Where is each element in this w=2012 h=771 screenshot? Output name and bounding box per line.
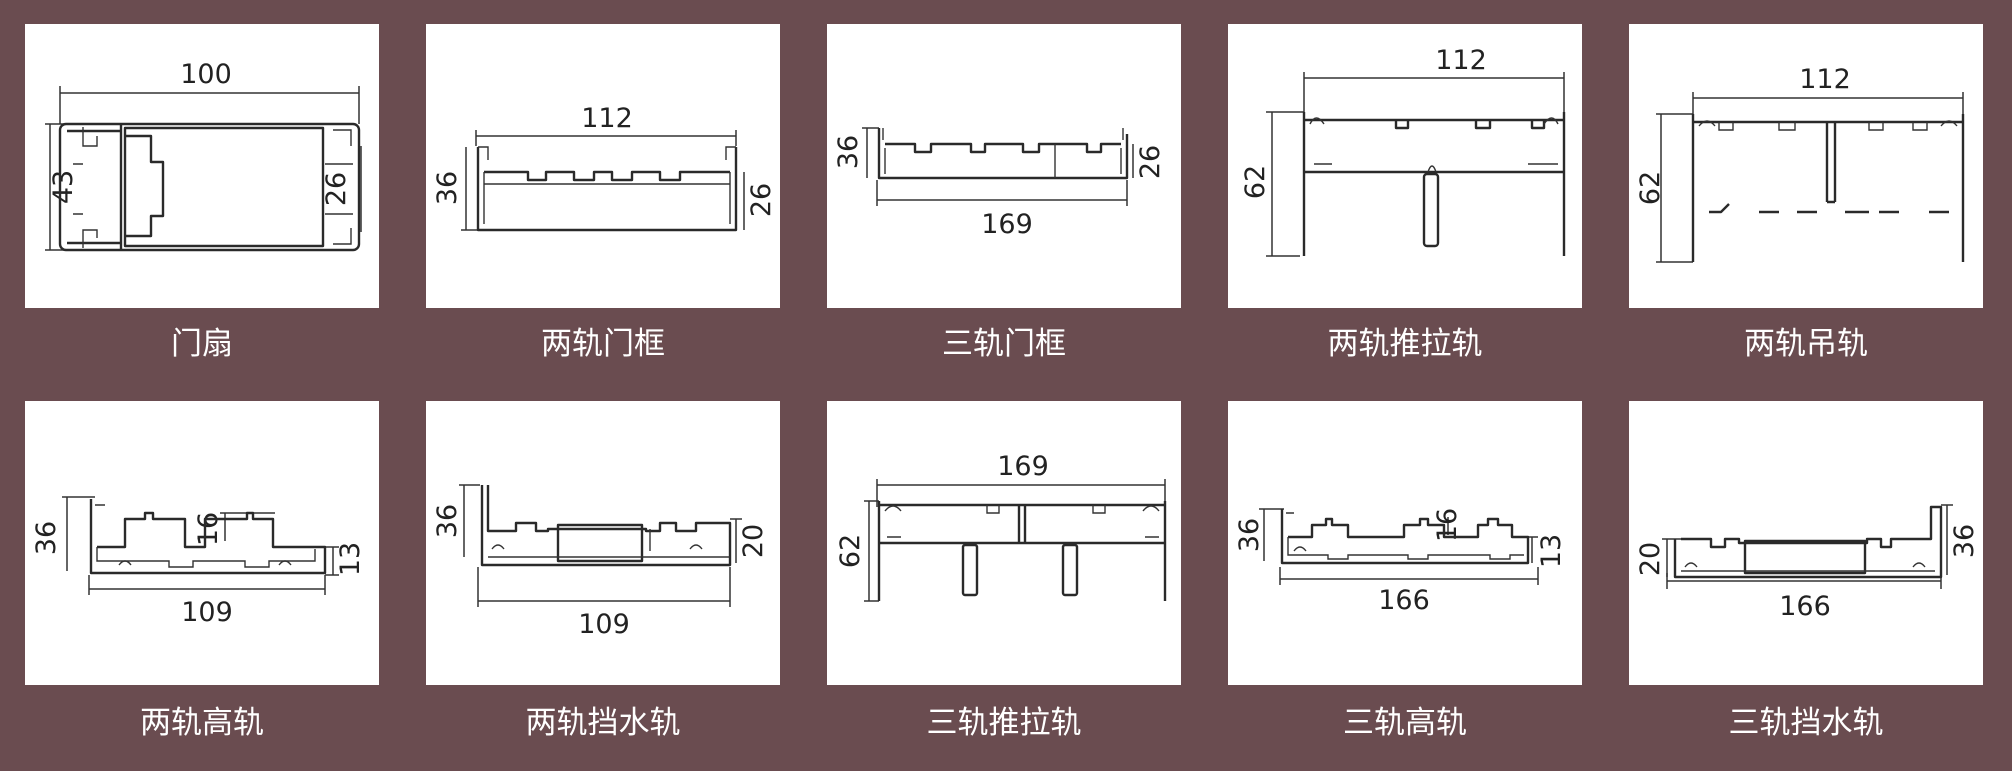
dim-inner-height: 26 <box>1135 145 1166 179</box>
profile-card-3[interactable]: 36 169 26 <box>827 24 1181 308</box>
dim-width: 169 <box>997 451 1049 482</box>
dim-width: 166 <box>1378 585 1430 616</box>
dim-width: 112 <box>1799 64 1851 95</box>
profile-drawing-3: 36 169 26 <box>833 127 1166 240</box>
profile-card-6[interactable]: 36 16 13 109 <box>25 401 379 685</box>
profile-card-7[interactable]: 36 20 109 <box>426 401 780 685</box>
profile-card-2[interactable]: 112 36 26 <box>426 24 780 308</box>
dim-width: 166 <box>1779 591 1831 622</box>
profile-caption-6: 两轨高轨 <box>140 705 264 741</box>
dim-width: 109 <box>578 609 630 640</box>
dim-inner-height: 13 <box>1536 534 1567 568</box>
dim-width: 112 <box>1435 45 1487 76</box>
profile-caption-8: 三轨推拉轨 <box>926 705 1082 741</box>
profile-caption-5: 两轨吊轨 <box>1744 326 1868 362</box>
dim-inner-height: 13 <box>335 542 366 576</box>
profile-caption-9: 三轨高轨 <box>1343 705 1467 741</box>
profile-caption-2: 两轨门框 <box>541 326 665 362</box>
profile-drawing-9: 36 16 13 166 <box>1234 508 1567 616</box>
profile-card-5[interactable]: 112 62 <box>1629 24 1983 308</box>
profile-caption-3: 三轨门框 <box>942 326 1066 362</box>
profile-card-8[interactable]: 169 62 <box>827 401 1181 685</box>
profile-drawing-7: 36 20 109 <box>432 484 769 640</box>
profile-caption-1: 门扇 <box>171 326 233 362</box>
dim-height: 36 <box>31 521 62 555</box>
profile-drawing-8: 169 62 <box>835 451 1167 602</box>
dim-inner-height: 26 <box>321 172 352 206</box>
dim-height: 62 <box>1240 165 1271 199</box>
dim-height: 36 <box>432 504 463 538</box>
profile-caption-10: 三轨挡水轨 <box>1728 705 1884 741</box>
dim-height: 36 <box>432 171 463 205</box>
profile-drawing-10: 20 36 166 <box>1635 504 1980 622</box>
profile-card-1[interactable]: 100 43 26 <box>25 24 379 308</box>
dim-height: 62 <box>835 534 866 568</box>
dim-width: 112 <box>581 103 633 134</box>
profile-card-9[interactable]: 36 16 13 166 <box>1228 401 1582 685</box>
profile-drawing-2: 112 36 26 <box>432 103 777 232</box>
dim-width: 109 <box>181 597 233 628</box>
dim-width: 100 <box>180 59 232 90</box>
dim-height: 43 <box>48 170 79 204</box>
profile-drawing-4: 112 62 <box>1240 45 1566 257</box>
dim-width: 169 <box>981 209 1033 240</box>
dim-height: 36 <box>833 135 864 169</box>
dim-inner-height: 20 <box>738 524 769 558</box>
profile-drawing-5: 112 62 <box>1635 64 1965 263</box>
dim-mid-height: 16 <box>193 512 224 546</box>
dim-height: 20 <box>1635 542 1666 576</box>
profile-card-10[interactable]: 20 36 166 <box>1629 401 1983 685</box>
profile-card-4[interactable]: 112 62 <box>1228 24 1582 308</box>
dim-height: 62 <box>1635 171 1666 205</box>
profile-drawing-1: 100 43 26 <box>45 59 362 252</box>
profile-drawing-6: 36 16 13 109 <box>31 496 366 628</box>
dim-height: 36 <box>1234 518 1265 552</box>
profile-caption-7: 两轨挡水轨 <box>525 705 681 741</box>
dim-inner-height: 26 <box>746 183 777 217</box>
dim-inner-height: 36 <box>1949 524 1980 558</box>
profile-caption-4: 两轨推拉轨 <box>1327 326 1483 362</box>
